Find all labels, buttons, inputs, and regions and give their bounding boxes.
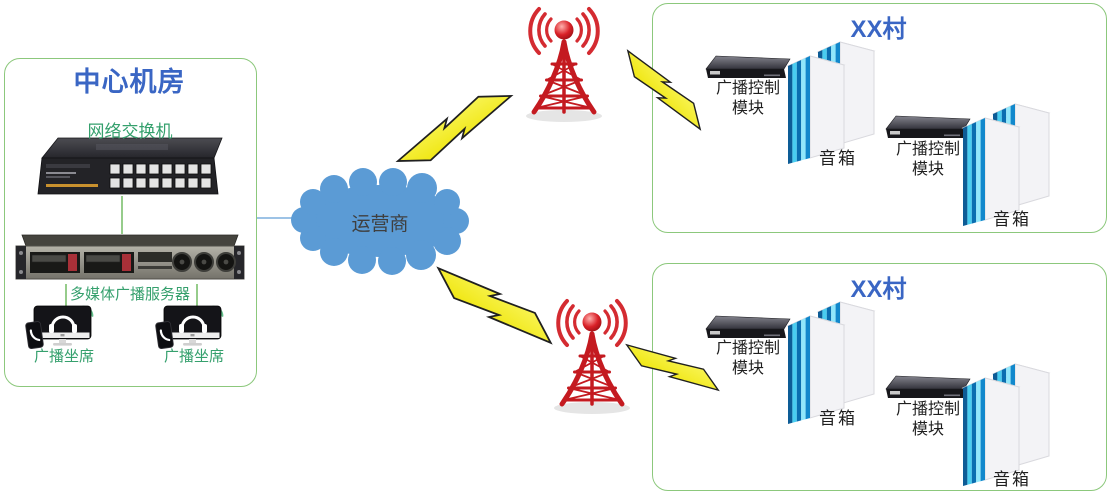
server-label: 多媒体广播服务器: [69, 286, 190, 303]
seat-label-2: 广播坐席: [163, 348, 224, 365]
cloud-shape: [291, 168, 469, 275]
speaker-label: 音箱: [819, 149, 857, 168]
operator-seat-icon: [23, 304, 95, 351]
village-title-2: XX村: [850, 276, 907, 303]
internal-links: [65, 196, 198, 307]
radio-tower-icon: [526, 9, 602, 122]
network-switch-image: [37, 137, 223, 195]
speaker-label: 音箱: [993, 210, 1031, 229]
control-module-image: [705, 55, 791, 79]
speaker-label: 音箱: [819, 409, 857, 428]
lightning-bolt-icon: [617, 41, 711, 139]
speaker-label: 音箱: [993, 470, 1031, 489]
control-module-image: [885, 115, 971, 139]
radio-tower-icon: [554, 301, 630, 414]
village-title-1: XX村: [850, 16, 907, 43]
module-label: 广播控制 模块: [715, 80, 780, 117]
operator-seat-icon: [153, 304, 224, 351]
lightning-bolt-icon: [389, 81, 520, 176]
village-box-2: [652, 263, 1107, 491]
switch-label: 网络交换机: [87, 122, 173, 141]
village-box-1: [652, 3, 1107, 233]
rack-server-image: [15, 234, 245, 280]
control-module-image: [885, 375, 971, 399]
central-room-box: [4, 58, 257, 387]
central-room-title: 中心机房: [73, 67, 186, 97]
seat-label-1: 广播坐席: [33, 348, 94, 365]
lightning-bolt-icon: [428, 253, 561, 358]
cloud-label: 运营商: [351, 214, 409, 235]
module-label: 广播控制 模块: [895, 401, 960, 438]
module-label: 广播控制 模块: [715, 340, 780, 377]
module-label: 广播控制 模块: [895, 141, 960, 178]
control-module-image: [705, 315, 791, 339]
